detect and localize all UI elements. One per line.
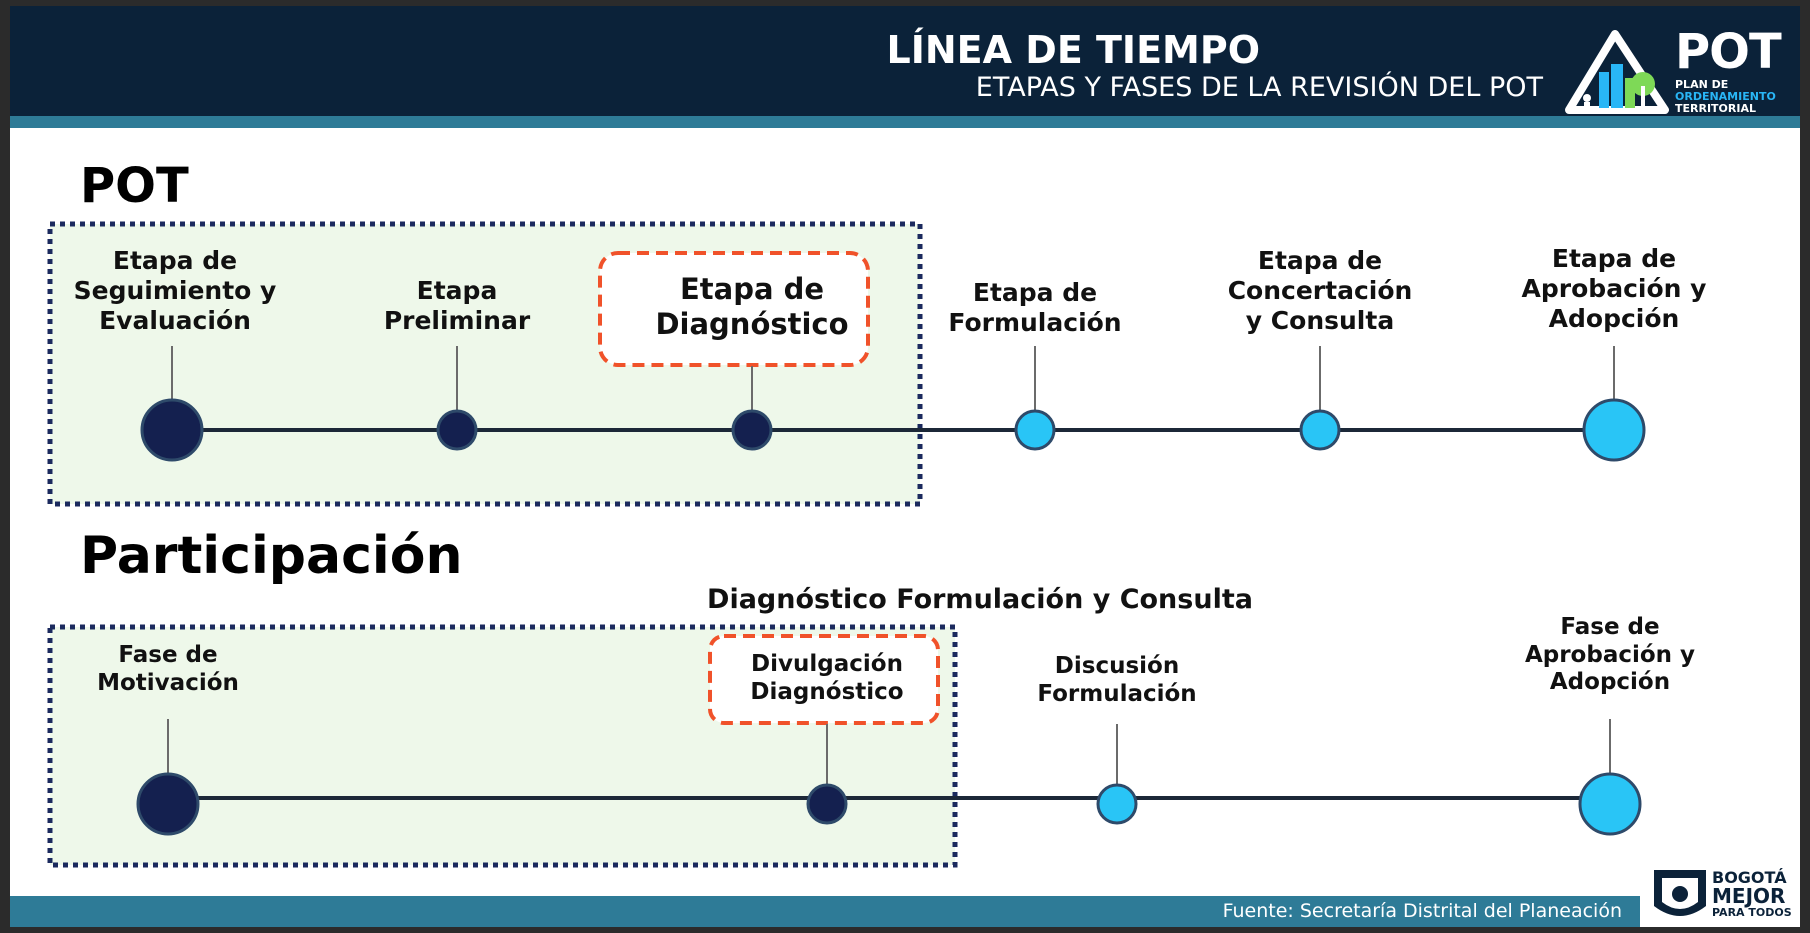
slide: LÍNEA DE TIEMPO ETAPAS Y FASES DE LA REV… [10,6,1800,927]
participacion-section-title: Participación [80,526,463,586]
participacion-phase-markers [136,719,1642,836]
participacion-phase-marker-3 [1096,783,1138,825]
pot-stage-label-4: Etapa de Formulación [948,278,1122,337]
pot-stage-markers [140,346,1646,462]
pot-stage-label-5: Etapa de Concertación y Consulta [1227,246,1413,335]
pot-logo-text: POT [1675,24,1782,80]
participacion-phase-label-2: Divulgación Diagnóstico [750,651,904,705]
participacion-current-phase-highlight [708,634,940,725]
timeline-diagram [47,221,1646,868]
pot-stage-marker-6 [1582,398,1646,462]
pot-section-title: POT [80,158,189,214]
pot-logo-icon [1565,30,1669,114]
footer-bar: Fuente: Secretaría Distrital del Planeac… [10,896,1640,927]
pot-stage-marker-1 [140,398,204,462]
participacion-phase-label-3: Discusión Formulación [1037,653,1197,707]
participacion-phase-marker-2 [806,783,848,825]
participacion-phase-marker-4 [1578,772,1642,836]
pot-stage-label-1: Etapa de Seguimiento y Evaluación [73,246,277,335]
source-note: Fuente: Secretaría Distrital del Planeac… [1222,900,1622,922]
page-subtitle: ETAPAS Y FASES DE LA REVISIÓN DEL POT [975,72,1543,103]
header-stripe [10,116,1800,128]
participacion-phase-label-1: Fase de Motivación [97,642,239,696]
header-bar [10,6,1800,116]
pot-logo-sub2: ORDENAMIENTO [1675,90,1776,103]
pot-logo-sub3: TERRITORIAL [1675,102,1756,115]
participacion-phase-marker-1 [136,772,200,836]
pot-stage-label-3: Etapa de Diagnóstico [655,272,849,341]
pot-stage-label-6: Etapa de Aprobación y Adopción [1521,244,1707,333]
participacion-caption: Diagnóstico Formulación y Consulta [707,584,1253,615]
pot-stage-marker-2 [436,409,478,451]
pot-stage-marker-4 [1014,409,1056,451]
participacion-phase-label-4: Fase de Aprobación y Adopción [1524,614,1696,696]
pot-logo-sub1: PLAN DE [1675,78,1729,91]
bogota-shield-icon [1654,870,1706,916]
pot-current-stage-highlight [598,251,870,367]
pot-stage-marker-3 [731,409,773,451]
pot-stage-label-2: Etapa Preliminar [383,276,531,335]
page-title: LÍNEA DE TIEMPO [886,28,1260,72]
bogota-logo-text: BOGOTÁ [1712,868,1787,887]
pot-stage-marker-5 [1299,409,1341,451]
para-todos-logo-text: PARA TODOS [1712,906,1792,919]
mejor-logo-text: MEJOR [1712,884,1786,908]
